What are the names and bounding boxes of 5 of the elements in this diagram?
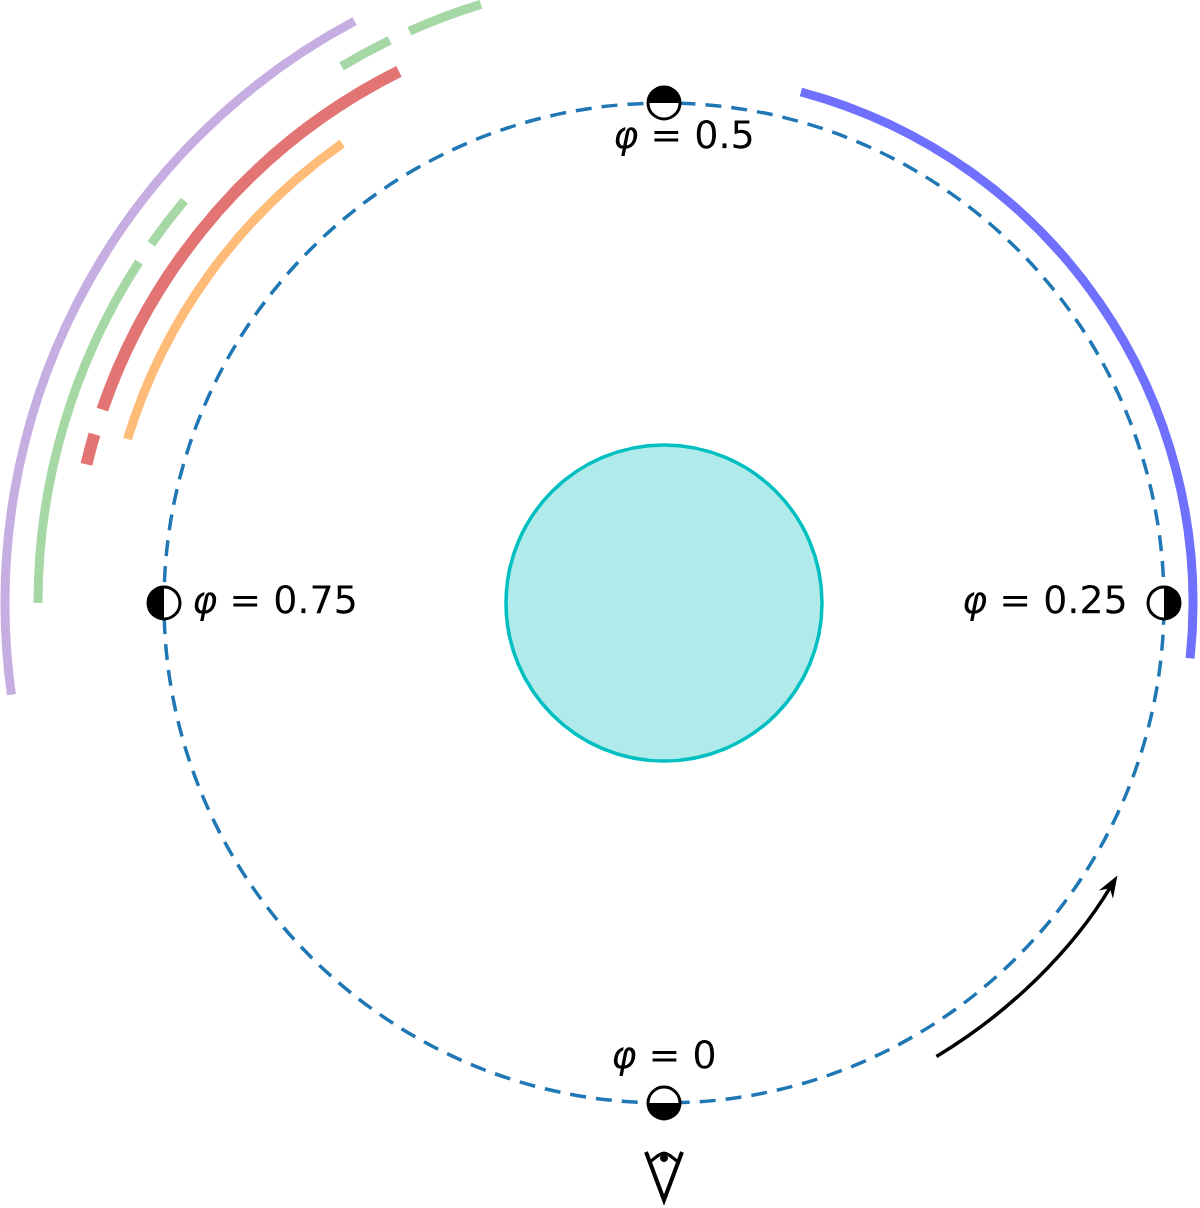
phase-label: φ = 0 bbox=[613, 1039, 715, 1077]
star-circle bbox=[504, 443, 824, 763]
phase-label: φ = 0.25 bbox=[964, 584, 1125, 622]
phase-label: φ = 0.5 bbox=[615, 119, 752, 157]
phase-label: φ = 0.75 bbox=[194, 584, 355, 622]
